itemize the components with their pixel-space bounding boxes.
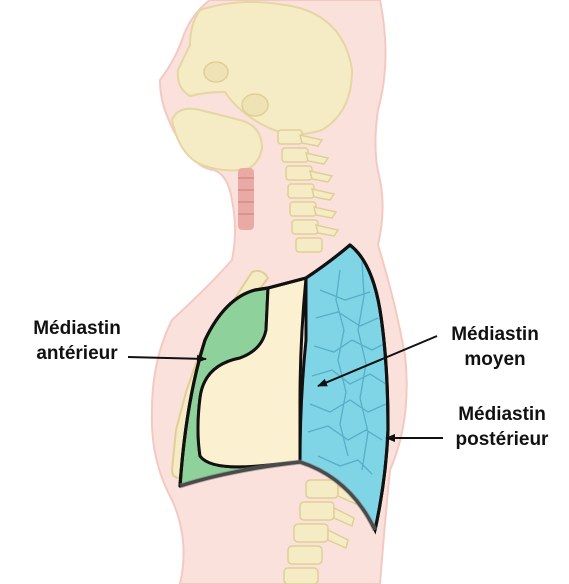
label-middle-line2: moyen	[427, 347, 563, 372]
orbit	[204, 62, 228, 82]
label-middle-mediastinum: Médiastin moyen	[427, 322, 563, 372]
label-anterior-line2: antérieur	[2, 341, 152, 366]
ear-bone	[242, 94, 268, 116]
label-anterior-line1: Médiastin	[2, 316, 152, 341]
trachea	[238, 168, 254, 230]
label-posterior-line2: postérieur	[437, 427, 567, 452]
label-anterior-mediastinum: Médiastin antérieur	[2, 316, 152, 366]
label-middle-line1: Médiastin	[427, 322, 563, 347]
label-posterior-line1: Médiastin	[437, 402, 567, 427]
label-posterior-mediastinum: Médiastin postérieur	[437, 402, 567, 452]
